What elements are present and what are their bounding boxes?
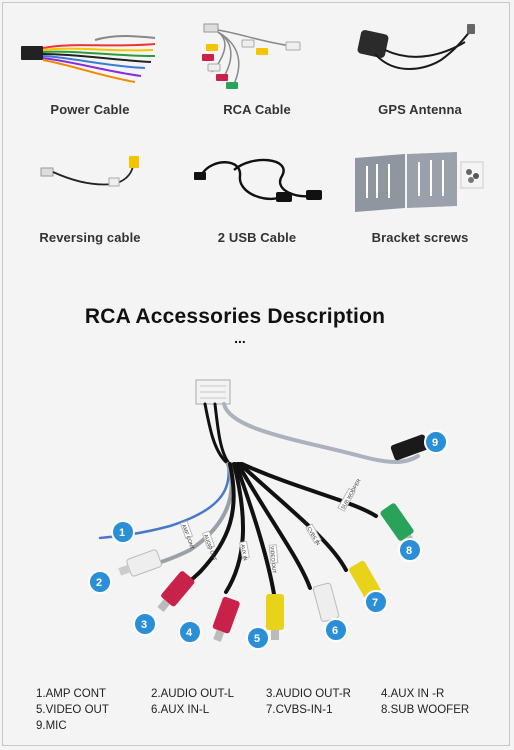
badge-5: 5	[254, 633, 260, 645]
badge-4: 4	[186, 627, 193, 639]
reversing-cable-icon	[15, 148, 165, 220]
wire-tag: AUX IN	[239, 544, 248, 562]
accessory-label: Power Cable	[50, 102, 130, 117]
legend-row: 9.MIC	[36, 718, 496, 734]
usb-cable-icon	[182, 148, 332, 220]
legend-item: 4.AUX IN -R	[381, 688, 445, 700]
badge-7: 7	[372, 597, 378, 609]
badge-9: 9	[432, 437, 438, 449]
legend-item: 8.SUB WOOFER	[381, 704, 470, 716]
badge-2: 2	[96, 577, 102, 589]
legend-item: 5.VIDEO OUT	[36, 704, 109, 716]
accessory-label: RCA Cable	[223, 102, 291, 117]
legend-item: 3.AUDIO OUT-R	[266, 688, 351, 700]
accessory-usb-cable: 2 USB Cable	[182, 148, 332, 245]
accessory-gps-antenna: GPS Antenna	[345, 20, 495, 117]
wire-tag: VIDEO OUT	[268, 546, 276, 574]
gps-antenna-icon	[345, 20, 495, 92]
accessory-label: Bracket screws	[371, 230, 469, 245]
legend-item: 6.AUX IN-L	[151, 704, 210, 716]
rca-cable-icon	[182, 20, 332, 92]
badge-6: 6	[332, 625, 338, 637]
badge-3: 3	[141, 619, 147, 631]
legend-row: 5.VIDEO OUT 6.AUX IN-L 7.CVBS-IN-1 8.SUB…	[36, 702, 496, 718]
legend-item: 1.AMP CONT	[36, 688, 107, 700]
accessory-label: GPS Antenna	[378, 102, 462, 117]
badge-8: 8	[406, 545, 412, 557]
accessory-label: Reversing cable	[39, 230, 141, 245]
rca-diagram: AMP CONT AUDIO OUT AUX IN VIDEO OUT CVBS…	[0, 360, 514, 680]
legend-item: 7.CVBS-IN-1	[266, 704, 333, 716]
accessory-label: 2 USB Cable	[217, 230, 297, 245]
wire-bundle	[98, 402, 420, 596]
accessory-reversing-cable: Reversing cable	[15, 148, 165, 245]
number-badges: 1 2 3 4 5 6 7 8 9	[88, 430, 448, 650]
accessory-rca-cable: RCA Cable	[182, 20, 332, 117]
legend-item: 2.AUDIO OUT-L	[151, 688, 235, 700]
accessory-bracket-screws: Bracket screws	[345, 148, 495, 245]
section-title: RCA Accessories Description	[84, 305, 386, 328]
legend: 1.AMP CONT 2.AUDIO OUT-L 3.AUDIO OUT-R 4…	[36, 686, 496, 734]
wire-tag: AMP CONT	[180, 524, 195, 551]
bracket-screws-icon	[345, 148, 495, 220]
power-cable-icon	[15, 20, 165, 92]
legend-item: 9.MIC	[36, 720, 67, 732]
accessory-power-cable: Power Cable	[15, 20, 165, 117]
badge-1: 1	[119, 527, 125, 539]
section-dots: ...	[234, 330, 246, 346]
legend-row: 1.AMP CONT 2.AUDIO OUT-L 3.AUDIO OUT-R 4…	[36, 686, 496, 702]
